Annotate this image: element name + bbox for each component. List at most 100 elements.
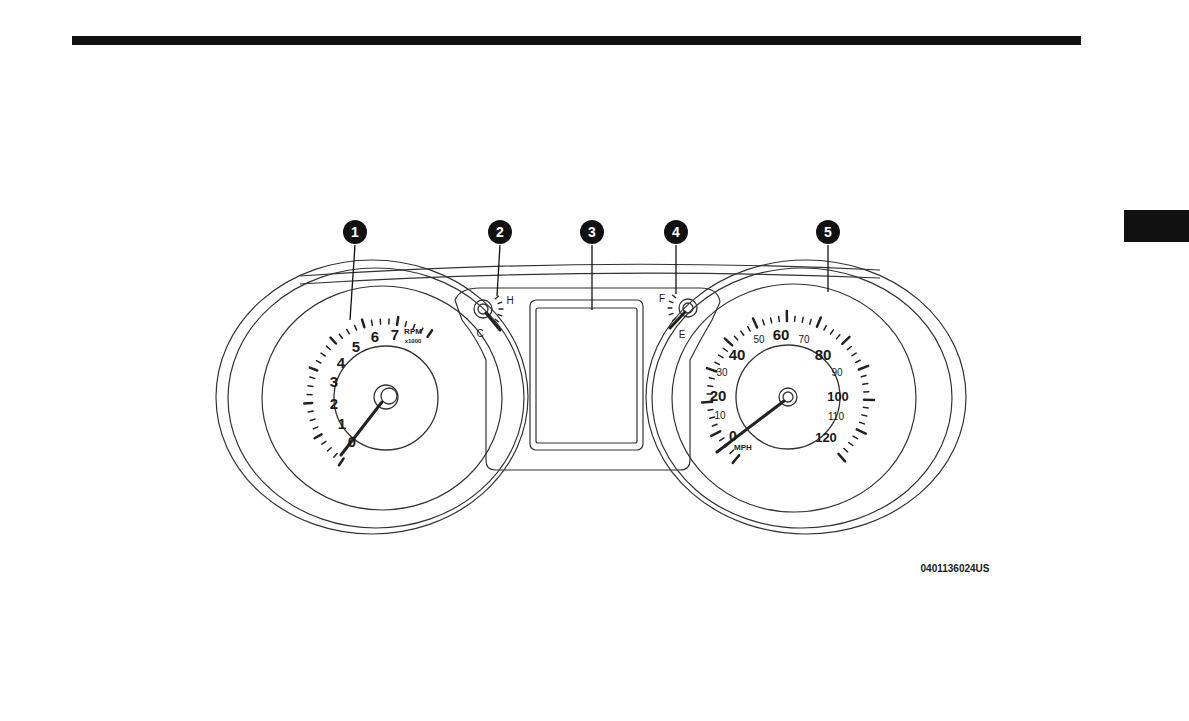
tick-mark — [313, 427, 318, 429]
tick-mark — [321, 353, 325, 356]
tick-mark — [669, 313, 673, 314]
speed-number: 80 — [815, 347, 832, 362]
fuel-mark: F — [659, 294, 665, 304]
gauge-faces — [334, 299, 840, 450]
speed-unit: MPH — [734, 444, 752, 452]
tick-mark — [810, 319, 811, 324]
speed-number: 100 — [827, 390, 849, 403]
tick-mark — [669, 301, 673, 302]
speed-number: 70 — [798, 335, 809, 345]
figure-code: 0401136024US — [921, 564, 990, 574]
tick-mark — [719, 355, 723, 358]
tick-mark — [748, 327, 750, 331]
tach-number: 3 — [330, 374, 338, 389]
tick-mark — [720, 438, 724, 441]
tach-number: 2 — [330, 396, 338, 411]
tach-unit: RPM — [404, 328, 422, 336]
tick-mark — [339, 459, 344, 466]
tick-mark — [371, 320, 373, 325]
callout-circles — [343, 220, 840, 244]
tick-mark — [847, 346, 851, 349]
speed-number: 120 — [815, 431, 837, 444]
tick-mark — [838, 454, 845, 461]
callout-number: 2 — [496, 225, 504, 239]
tick-mark — [673, 295, 676, 298]
speed-number: 110 — [828, 412, 844, 422]
tick-mark — [763, 320, 765, 325]
tach-number: 0 — [348, 434, 356, 449]
tick-mark — [315, 434, 322, 438]
tick-mark — [308, 410, 313, 412]
tach-number: 7 — [391, 327, 399, 342]
tick-mark — [708, 409, 713, 411]
tick-mark — [334, 454, 337, 458]
tick-mark — [339, 334, 342, 338]
tick-mark — [786, 311, 789, 321]
tick-mark — [859, 366, 868, 370]
tach-number: 5 — [352, 339, 360, 354]
tick-mark — [725, 444, 729, 447]
tick-mark — [725, 339, 732, 346]
tick-mark — [495, 319, 498, 322]
tick-mark — [499, 308, 503, 309]
speed-number: 10 — [714, 411, 725, 421]
tick-mark — [853, 436, 857, 439]
tick-mark — [734, 336, 737, 340]
tick-mark — [801, 317, 803, 322]
tick-mark — [741, 331, 744, 335]
tick-mark — [310, 377, 315, 378]
tick-mark — [355, 325, 357, 330]
tick-mark — [863, 383, 868, 385]
speed-number: 50 — [753, 335, 764, 345]
tick-mark — [330, 338, 335, 344]
tick-mark — [397, 317, 398, 325]
tick-mark — [837, 335, 840, 339]
tick-mark — [310, 368, 317, 371]
tick-mark — [862, 415, 867, 416]
tick-mark — [723, 348, 727, 351]
tick-mark — [733, 455, 739, 463]
speed-number: 0 — [729, 429, 737, 443]
tick-mark — [316, 361, 320, 363]
leader-lines — [350, 245, 828, 320]
tick-mark — [428, 330, 432, 337]
tach-unit: x1000 — [405, 338, 422, 344]
tick-mark — [730, 450, 734, 453]
header-bar — [72, 36, 1081, 45]
tick-mark — [864, 391, 869, 393]
tick-mark — [711, 431, 720, 436]
section-tab — [1124, 210, 1189, 242]
tick-mark — [844, 448, 848, 451]
tick-mark — [673, 318, 676, 321]
tick-mark — [707, 368, 716, 371]
tach-number: 4 — [337, 355, 345, 370]
tick-mark — [861, 375, 866, 376]
tick-mark — [817, 317, 821, 326]
tick-mark — [326, 346, 330, 349]
tick-mark — [863, 407, 868, 409]
tick-mark — [308, 385, 313, 387]
tick-mark — [849, 443, 853, 446]
temp-mark: C — [476, 329, 483, 339]
tick-mark — [771, 318, 772, 323]
needles — [341, 312, 784, 455]
tick-mark — [860, 422, 865, 424]
tick-mark — [307, 394, 312, 396]
speed-number: 90 — [831, 368, 842, 378]
tick-mark — [405, 322, 406, 327]
tick-mark — [830, 330, 833, 334]
speed-number: 40 — [729, 347, 746, 362]
callout-number: 4 — [672, 225, 680, 239]
callout-number: 3 — [588, 225, 596, 239]
tick-mark — [495, 296, 498, 299]
tick-mark — [824, 326, 826, 330]
tick-mark — [304, 402, 312, 405]
tick-mark — [753, 318, 757, 327]
tick-mark — [710, 417, 715, 418]
tick-mark — [498, 314, 502, 315]
scale-ticks — [304, 295, 874, 465]
cluster-housing — [216, 260, 966, 534]
tick-mark — [715, 362, 720, 364]
tick-mark — [379, 319, 381, 324]
